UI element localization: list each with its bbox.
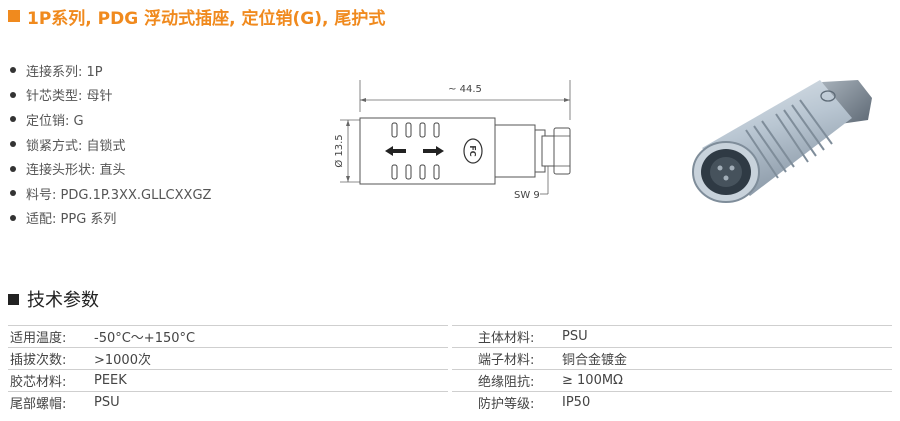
param-value: PSU — [94, 395, 120, 410]
section-heading: 技术参数 — [8, 286, 99, 312]
param-value: PEEK — [94, 373, 127, 388]
spec-item: 锁紧方式: 自锁式 — [10, 132, 211, 157]
param-key: 端子材料: — [478, 353, 535, 368]
connector-front — [692, 141, 760, 203]
table-row: 适用温度: -50°C～+150°C — [8, 325, 448, 347]
spec-item: 定位销: G — [10, 107, 211, 132]
table-row: 胶芯材料: PEEK — [8, 369, 448, 391]
param-value: -50°C～+150°C — [94, 331, 196, 346]
title-square-icon — [8, 10, 20, 22]
params-table-left: 适用温度:-50°C～+150°C 插拔次数:>1000次 胶芯材料:PEEK … — [8, 325, 448, 413]
table-row: 防护等级: IP50 — [452, 391, 892, 413]
spec-list: 连接系列: 1P 针芯类型: 母针 定位销: G 锁紧方式: 自锁式 连接头形状… — [10, 58, 211, 230]
spec-item: 针芯类型: 母针 — [10, 83, 211, 108]
param-value: 铜合金镀金 — [562, 353, 628, 368]
bullet-icon — [10, 116, 16, 123]
bullet-icon — [10, 214, 16, 221]
table-row: 主体材料: PSU — [452, 325, 892, 347]
param-key: 适用温度: — [10, 331, 67, 346]
param-value: >1000次 — [94, 353, 151, 368]
param-key: 插拔次数: — [10, 353, 67, 368]
param-key: 尾部螺帽: — [10, 397, 67, 412]
title-text: 1P系列, PDG 浮动式插座, 定位销(G), 尾护式 — [27, 8, 386, 29]
params-table-right: 主体材料: PSU 端子材料: 铜合金镀金 绝缘阻抗: ≥ 100MΩ 防护等级: IP… — [452, 325, 892, 413]
svg-text:FC: FC — [468, 145, 477, 156]
param-value: ≥ 100MΩ — [562, 373, 623, 388]
technical-drawing: ~ 44.5 Ø 13.5 FC SW 9 — [333, 80, 571, 200]
param-key: 绝缘阻抗: — [478, 375, 535, 390]
connector-tail — [822, 80, 872, 124]
product-image — [692, 80, 872, 203]
right-arrow-icon — [423, 146, 444, 156]
spec-item: 适配: PPG 系列 — [10, 206, 211, 231]
bullet-icon — [10, 190, 16, 197]
left-arrow-icon — [385, 146, 406, 156]
param-key: 主体材料: — [478, 331, 535, 346]
table-row: 尾部螺帽: PSU — [8, 391, 448, 413]
param-key: 胶芯材料: — [10, 375, 67, 390]
diameter-dimension-label: Ø 13.5 — [333, 134, 345, 167]
table-row: 端子材料: 铜合金镀金 — [452, 347, 892, 369]
table-row: 插拔次数: >1000次 — [8, 347, 448, 369]
spec-item: 连接头形状: 直头 — [10, 156, 211, 181]
length-dimension-label: ~ 44.5 — [448, 84, 482, 95]
fc-logo-icon: FC — [463, 138, 483, 164]
bullet-icon — [10, 141, 16, 148]
param-key: 防护等级: — [478, 397, 535, 412]
param-value: IP50 — [562, 395, 591, 410]
spec-item: 料号: PDG.1P.3XX.GLLCXXGZ — [10, 181, 211, 206]
bullet-icon — [10, 165, 16, 172]
section-square-icon — [8, 293, 19, 305]
bullet-icon — [10, 67, 16, 74]
page-title: 1P系列, PDG 浮动式插座, 定位销(G), 尾护式 — [8, 5, 386, 29]
table-row: 绝缘阻抗: ≥ 100MΩ — [452, 369, 892, 391]
spec-item: 连接系列: 1P — [10, 58, 211, 83]
wrench-size-label: SW 9 — [514, 190, 540, 200]
param-value: PSU — [562, 329, 588, 344]
bullet-icon — [10, 91, 16, 98]
